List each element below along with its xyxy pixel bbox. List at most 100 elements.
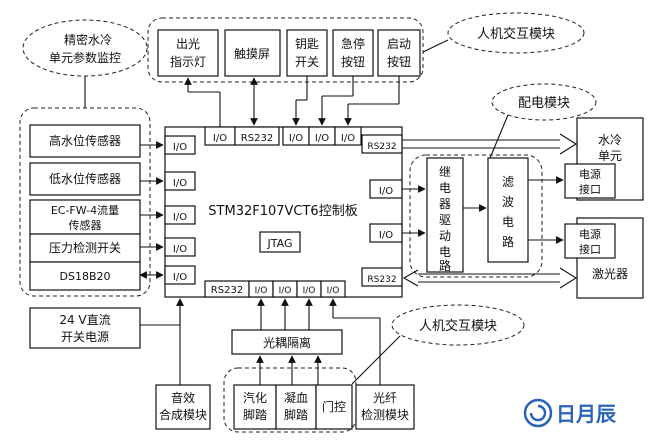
port-io-left-3 [164, 205, 196, 225]
fiber-detect-box [355, 384, 415, 430]
audio-module-box [155, 384, 211, 430]
sensor-group [19, 107, 151, 297]
sensor-flow-label-2: 传感器 [69, 219, 102, 232]
port-io-left-5 [164, 265, 196, 285]
optocoupler-label: 光耦隔离 [263, 335, 311, 350]
start-button-label-2: 按钮 [387, 54, 411, 69]
port-io-top-3-label: I/O [315, 133, 329, 144]
port-io-right-2-label: I/O [379, 230, 393, 241]
pedal-coagulate-box [275, 384, 317, 430]
port-io-left-5-label: I/O [173, 272, 187, 283]
key-switch-label-1: 钥匙 [295, 37, 319, 51]
indicator-light-label-1: 出光 [176, 37, 200, 51]
pressure-switch-label: 压力检测开关 [49, 240, 121, 255]
relay-char-4: 驱 [439, 213, 451, 227]
port-io-left-4-label: I/O [173, 244, 187, 255]
door-control-box [315, 384, 353, 430]
water-power-iface-label-2: 接口 [579, 183, 601, 196]
watermark-text: 日月辰 [556, 402, 617, 426]
port-io-left-1-label: I/O [173, 142, 187, 153]
port-io-bottom-4-label: I/O [327, 286, 340, 296]
top-controls: 出光 指示灯 触摸屏 钥匙 开关 急停 按钮 启动 按钮 [157, 29, 421, 77]
monitor-label-1: 精密水冷 [64, 32, 112, 47]
sensor-low-level-label: 低水位传感器 [49, 171, 121, 186]
relay-char-1: 继 [439, 165, 451, 179]
hmi-bottom-callout [391, 304, 525, 346]
filter-char-3: 电 [502, 215, 514, 229]
start-button-label-1: 启动 [387, 37, 411, 51]
start-button-box [377, 29, 421, 77]
relay-driver-text: 继 电 器 驱 动 电 路 [439, 165, 451, 273]
hmi-top-label: 人机交互模块 [477, 26, 555, 42]
port-io-bottom-4 [320, 280, 346, 298]
jtag-label: JTAG [267, 237, 293, 250]
port-io-left-4 [164, 237, 196, 257]
port-io-left-1 [164, 135, 196, 155]
sensor-flow-label-1: EC-FW-4流量 [51, 203, 119, 217]
port-io-right-1-label: I/O [379, 186, 393, 197]
water-unit-label-1: 水冷 [598, 133, 622, 147]
pedal-coagulate-label-2: 脚踏 [284, 407, 308, 422]
power-supply-label-2: 开关电源 [61, 330, 109, 344]
relay-char-5: 动 [439, 229, 451, 243]
relay-char-3: 器 [439, 197, 451, 211]
fiber-detect-label-1: 光纤 [373, 391, 397, 405]
emergency-stop-label-2: 按钮 [341, 54, 365, 69]
touchscreen-label: 触摸屏 [234, 47, 270, 61]
audio-module-label-2: 合成模块 [159, 407, 207, 422]
port-rs232-right-1 [361, 134, 403, 154]
monitor-label-2: 单元参数监控 [49, 50, 121, 65]
relay-char-7: 路 [439, 258, 451, 273]
hmi-top-callout [447, 12, 585, 54]
key-switch-label-2: 开关 [295, 55, 319, 69]
sensor-low-level-box [29, 162, 141, 196]
indicator-light-label-2: 指示灯 [170, 54, 206, 69]
jtag-box [259, 231, 301, 253]
power-supply-box [29, 307, 141, 349]
laser-label: 激光器 [592, 267, 628, 281]
hmi-top-group [147, 17, 424, 83]
emergency-stop-label-1: 急停 [341, 36, 365, 51]
filter-char-2: 波 [502, 195, 514, 209]
port-rs232-bottom-label: RS232 [211, 285, 243, 296]
port-rs232-top-label: RS232 [241, 133, 273, 144]
relay-char-6: 电 [439, 245, 451, 259]
sensor-flow-box [29, 199, 141, 235]
pedal-vaporize-box [233, 384, 277, 430]
pedal-coagulate-label-1: 凝血 [284, 390, 308, 405]
sensor-high-level-box [29, 124, 141, 158]
touchscreen-box [224, 29, 281, 77]
port-io-top-2-label: I/O [289, 133, 303, 144]
filter-char-4: 路 [502, 234, 514, 249]
laser-power-iface-label-2: 接口 [579, 243, 601, 256]
water-unit-label-2: 单元 [598, 149, 622, 163]
port-rs232-right-2-label: RS232 [367, 275, 396, 285]
pedal-vaporize-label-1: 汽化 [243, 390, 267, 405]
port-io-left-2 [164, 171, 196, 191]
monitor-callout [22, 19, 148, 77]
relay-char-2: 电 [439, 181, 451, 195]
port-rs232-right-1-label: RS232 [367, 142, 396, 152]
port-io-top-4-label: I/O [341, 133, 355, 144]
filter-box [487, 157, 529, 263]
rs232-link-laser [402, 267, 578, 289]
power-group [409, 154, 543, 278]
audio-module-label-1: 音效 [171, 390, 195, 405]
temp-sensor-label: DS18B20 [60, 270, 111, 283]
power-callout [491, 83, 597, 121]
pressure-switch-box [29, 233, 141, 263]
indicator-light-box [157, 29, 219, 77]
optocoupler-box [231, 329, 343, 355]
laser-power-iface-label-1: 电源 [579, 227, 601, 241]
fiber-detect-label-2: 检测模块 [361, 407, 409, 422]
port-io-top-4 [334, 126, 362, 146]
power-supply-label-1: 24 V直流 [59, 313, 110, 327]
sensor-high-level-label: 高水位传感器 [49, 133, 121, 148]
watermark: 日月辰 [523, 398, 617, 428]
hmi-bottom-label: 人机交互模块 [419, 318, 497, 334]
power-label: 配电模块 [518, 96, 570, 111]
port-rs232-top [234, 126, 280, 146]
laser-power-iface [564, 223, 616, 259]
board-title: STM32F107VCT6控制板 [208, 204, 357, 219]
